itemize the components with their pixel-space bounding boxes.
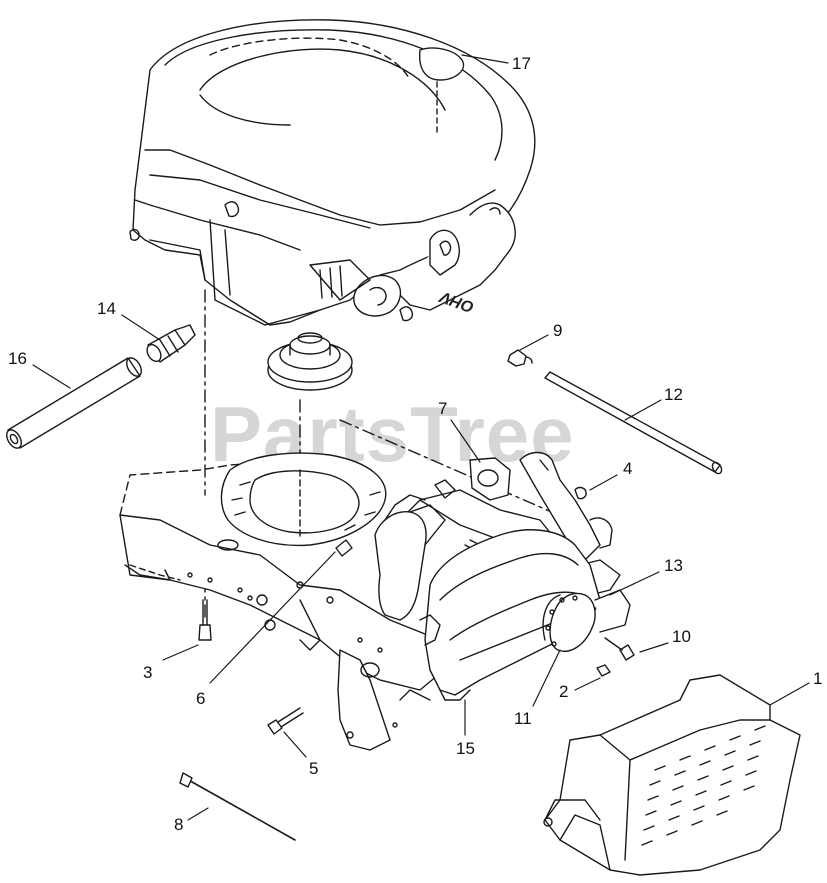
callout-6: 6 xyxy=(196,689,206,708)
hardware xyxy=(179,539,635,841)
callout-7: 7 xyxy=(438,399,448,418)
heat-shield-vents xyxy=(641,725,766,846)
spacer-tube xyxy=(544,371,723,475)
callout-9: 9 xyxy=(553,321,563,340)
callout-4: 4 xyxy=(623,459,633,478)
muffler xyxy=(399,529,631,701)
heat-shield xyxy=(543,674,801,876)
fuel-fitting xyxy=(146,324,196,363)
callout-1: 1 xyxy=(813,669,823,688)
fuel-line xyxy=(6,357,142,449)
exhaust-pipe xyxy=(374,349,587,621)
pulley xyxy=(267,332,353,391)
callout-13: 13 xyxy=(664,556,683,575)
callout-12: 12 xyxy=(664,385,683,404)
leader-lines xyxy=(32,54,810,821)
callout-5: 5 xyxy=(309,759,319,778)
engine xyxy=(129,19,536,326)
callout-15: 15 xyxy=(456,739,475,758)
callout-11: 11 xyxy=(514,709,532,728)
callout-3: 3 xyxy=(143,663,153,682)
callout-2: 2 xyxy=(559,682,569,701)
callout-8: 8 xyxy=(174,815,184,834)
callout-16: 16 xyxy=(8,349,27,368)
callout-17: 17 xyxy=(512,54,531,73)
callout-14: 14 xyxy=(97,299,116,318)
callout-10: 10 xyxy=(672,627,691,646)
